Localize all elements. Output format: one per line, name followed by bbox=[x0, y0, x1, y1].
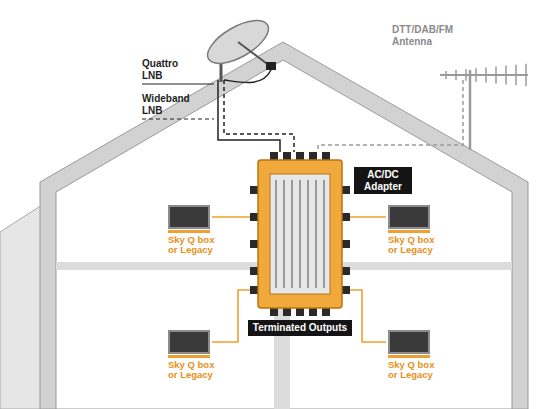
port bbox=[296, 152, 304, 160]
switch-fin bbox=[307, 180, 309, 288]
switch-fin bbox=[323, 180, 325, 288]
port bbox=[283, 152, 291, 160]
port bbox=[250, 286, 258, 294]
part-label: Quattro LNB bbox=[142, 58, 194, 81]
house-interior bbox=[56, 60, 512, 409]
annex-wall bbox=[0, 205, 42, 409]
device-label: Sky Q box or Legacy bbox=[168, 235, 222, 256]
port bbox=[250, 267, 258, 275]
port bbox=[283, 308, 291, 316]
port bbox=[250, 186, 258, 194]
tv-box: Sky Q box or Legacy bbox=[388, 205, 442, 256]
switch-fin bbox=[291, 180, 293, 288]
antenna-element bbox=[515, 65, 517, 86]
antenna-element bbox=[455, 70, 457, 80]
label-box: Terminated Outputs bbox=[248, 320, 352, 336]
part-label: DTT/DAB/FM Antenna bbox=[392, 24, 470, 47]
quattro-cable bbox=[218, 80, 280, 152]
tv-box: Sky Q box or Legacy bbox=[168, 330, 222, 381]
lnb-arm bbox=[238, 42, 270, 66]
port bbox=[270, 152, 278, 160]
port bbox=[342, 240, 350, 248]
box-text: Terminated Outputs bbox=[253, 322, 347, 334]
antenna-element bbox=[465, 69, 467, 81]
device-label: Sky Q box or Legacy bbox=[388, 360, 442, 381]
cable bbox=[212, 216, 250, 218]
switch-fin bbox=[275, 180, 277, 288]
tv-base bbox=[168, 355, 210, 358]
device-label: Sky Q box or Legacy bbox=[388, 235, 442, 256]
tv-box: Sky Q box or Legacy bbox=[388, 330, 442, 381]
antenna-cable bbox=[318, 80, 463, 152]
box-text: AC/DC Adapter bbox=[359, 169, 407, 192]
port bbox=[322, 308, 330, 316]
tv-screen bbox=[168, 330, 210, 354]
tv-screen bbox=[388, 330, 430, 354]
device-label: Sky Q box or Legacy bbox=[168, 360, 222, 381]
antenna-element bbox=[495, 67, 497, 84]
switch-fin bbox=[315, 180, 317, 288]
antenna-element bbox=[485, 67, 487, 82]
port bbox=[342, 186, 350, 194]
label-box: AC/DC Adapter bbox=[354, 167, 412, 194]
antenna-element bbox=[525, 64, 527, 86]
wideband-cable bbox=[224, 80, 294, 152]
lnb-cable bbox=[224, 70, 271, 83]
antenna-boom bbox=[440, 74, 528, 76]
port bbox=[342, 213, 350, 221]
switch-fin bbox=[283, 180, 285, 288]
antenna-element bbox=[475, 68, 477, 81]
port bbox=[309, 152, 317, 160]
switch-fins bbox=[276, 180, 324, 288]
port bbox=[322, 152, 330, 160]
cable bbox=[212, 290, 250, 342]
cable bbox=[350, 216, 386, 218]
switch-panel bbox=[270, 174, 330, 294]
tv-base bbox=[388, 230, 430, 233]
switch-ports bbox=[250, 152, 350, 316]
tv-screen bbox=[168, 205, 210, 229]
house-wall bbox=[40, 42, 528, 409]
tv-box: Sky Q box or Legacy bbox=[168, 205, 222, 256]
multiswitch bbox=[258, 160, 342, 308]
switch-fin bbox=[299, 180, 301, 288]
wideband-leader bbox=[142, 118, 214, 119]
part-label: Wideband LNB bbox=[142, 93, 200, 116]
quattro-leader bbox=[142, 83, 214, 84]
tv-base bbox=[388, 355, 430, 358]
lnb bbox=[266, 62, 276, 70]
port bbox=[342, 286, 350, 294]
antenna-element bbox=[445, 71, 447, 79]
antenna-elements bbox=[446, 64, 526, 86]
port bbox=[309, 308, 317, 316]
port bbox=[250, 213, 258, 221]
port bbox=[270, 308, 278, 316]
cable bbox=[350, 290, 386, 342]
antenna-mast bbox=[469, 70, 472, 150]
tv-screen bbox=[388, 205, 430, 229]
antenna-element bbox=[505, 66, 507, 85]
tv-base bbox=[168, 230, 210, 233]
port bbox=[250, 240, 258, 248]
port bbox=[296, 308, 304, 316]
port bbox=[342, 267, 350, 275]
satellite-dish bbox=[201, 12, 275, 72]
